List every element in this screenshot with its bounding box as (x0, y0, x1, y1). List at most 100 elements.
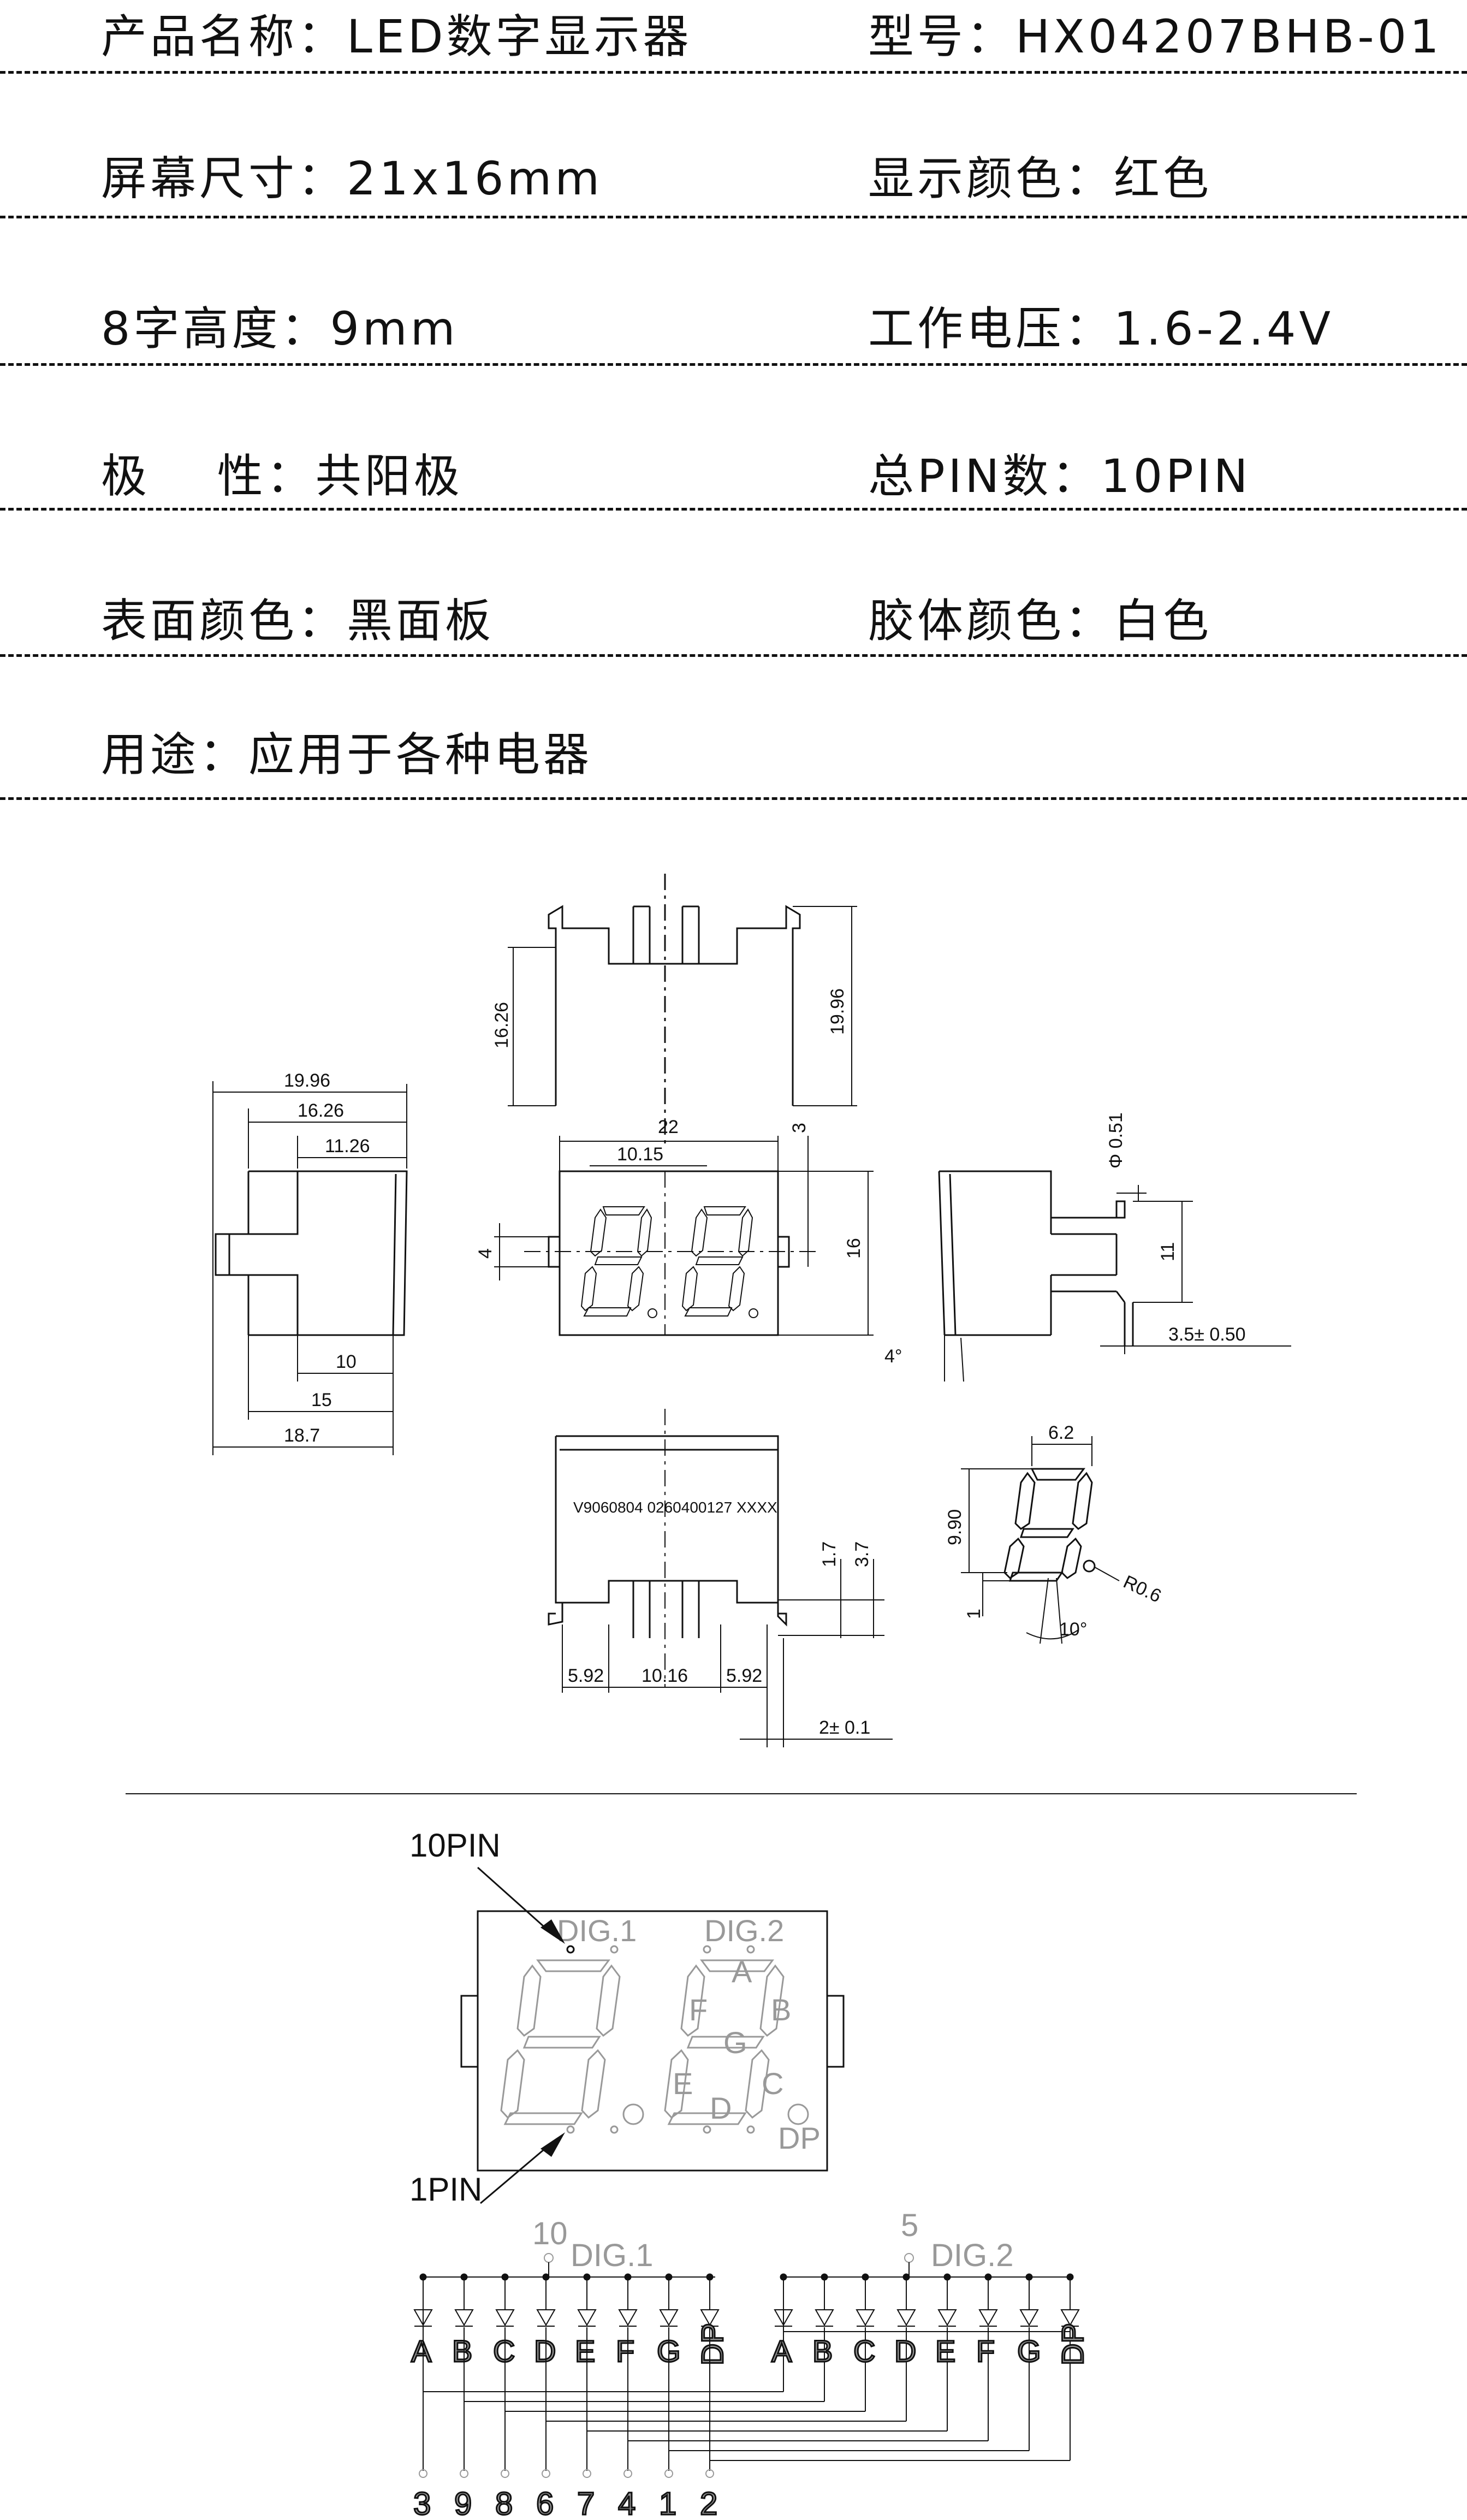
dim-16-26-side: 16.26 (298, 1100, 344, 1121)
bottom-pin-8: 8 (495, 2486, 513, 2520)
diode (815, 2309, 834, 2327)
operating-voltage: 工作电压：1.6-2.4V (868, 302, 1334, 355)
diode (1060, 2309, 1080, 2327)
junction-dot (943, 2273, 951, 2281)
schematic-diodes (413, 2273, 1080, 2461)
junction-dot (1066, 2273, 1074, 2281)
diode (774, 2309, 793, 2327)
pinout-seg-g: G (723, 2025, 747, 2060)
schem-seg-f: F (616, 2334, 634, 2368)
pinout-seg-dp: DP (778, 2121, 821, 2155)
divider (0, 363, 1467, 366)
dim-16: 16 (844, 1238, 864, 1259)
pin10-label: 10PIN (409, 1827, 501, 1864)
pin-terminal (705, 2469, 714, 2478)
dim-4: 4 (475, 1248, 496, 1259)
bottom-pin-2: 2 (700, 2486, 717, 2520)
dim-5-92-right: 5.92 (726, 1665, 762, 1686)
schem-seg-b: B (812, 2334, 833, 2368)
diode (978, 2309, 998, 2327)
pinout-seg-a: A (732, 1954, 752, 1989)
divider (0, 216, 1467, 218)
junction-dot (583, 2273, 591, 2281)
schem-seg-g: G (1017, 2334, 1041, 2368)
schem-seg-e: E (575, 2334, 595, 2368)
diode (659, 2309, 679, 2327)
diode (700, 2309, 720, 2327)
schem-dig2: DIG.2 (931, 2238, 1014, 2273)
polarity: 极 性：共阳极 (101, 449, 463, 503)
pinout-dig2-label: DIG.2 (704, 1913, 784, 1948)
bottom-pin-1: 1 (659, 2486, 676, 2520)
schem-seg-f: F (976, 2334, 995, 2368)
pinout-view: DIG.1 DIG.2 A F B G E C D DP 10PIN 1PIN (409, 1827, 845, 2208)
pin-terminal (460, 2469, 468, 2478)
diode (495, 2309, 515, 2327)
schem-seg-dp: DP (1055, 2323, 1090, 2365)
junction-dot (780, 2273, 787, 2281)
pin1-label: 1PIN (409, 2171, 482, 2208)
diode (577, 2309, 597, 2327)
dim-2-0-1: 2± 0.1 (819, 1717, 870, 1738)
pinout-seg-b: B (771, 1993, 791, 2027)
dim-phi-0-51: Φ 0.51 (1106, 1112, 1126, 1169)
body-color: 胶体颜色：白色 (868, 594, 1213, 648)
schem-seg-a: A (771, 2334, 792, 2368)
dim-3-7: 3.7 (852, 1541, 872, 1567)
front-view: 22 10.15 16 3 4 (475, 1117, 874, 1336)
junction-dot (419, 2273, 427, 2281)
dim-3: 3 (789, 1123, 810, 1133)
dim-10-deg: 10° (1059, 1619, 1087, 1640)
model-number: 型号：HX04207BHB-01 (868, 10, 1442, 63)
left-side-view: 19.96 16.26 11.26 10 15 18.7 (212, 1070, 408, 1455)
dim-22: 22 (658, 1117, 679, 1137)
schem-seg-a: A (411, 2334, 432, 2368)
pinout-seg-f: F (689, 1993, 708, 2027)
diode (536, 2309, 556, 2327)
diode (413, 2309, 433, 2327)
segment-detail: 6.2 9.90 1 10° R0.6 (945, 1422, 1165, 1644)
dim-10-15: 10.15 (617, 1144, 663, 1165)
diode (896, 2309, 916, 2327)
pinout-dig1-label: DIG.1 (557, 1913, 637, 1948)
junction-dot (902, 2273, 910, 2281)
right-side-view: Φ 0.51 11 3.5± 0.50 4° (884, 1112, 1291, 1382)
dim-18-7-side: 18.7 (284, 1425, 320, 1446)
junction-dot (501, 2273, 509, 2281)
junction-dot (460, 2273, 468, 2281)
front-digit-1 (580, 1206, 657, 1318)
bottom-pin-3: 3 (413, 2486, 431, 2520)
junction-dot (984, 2273, 992, 2281)
bottom-pin-6: 6 (536, 2486, 554, 2520)
junction-dot (1025, 2273, 1033, 2281)
product-name: 产品名称：LED数字显示器 (101, 10, 692, 63)
com-pin-10: 10 (532, 2216, 568, 2251)
bottom-pin-9: 9 (454, 2486, 472, 2520)
diode (618, 2309, 638, 2327)
dim-5-92-left: 5.92 (568, 1665, 604, 1686)
junction-dot (706, 2273, 714, 2281)
dim-1-7: 1.7 (819, 1541, 840, 1567)
dim-1: 1 (964, 1609, 984, 1619)
bottom-view: V9060804 0260400127 XXXX 1.7 3.7 5.92 10… (548, 1409, 893, 1747)
schem-seg-c: C (493, 2334, 515, 2368)
dim-6-2: 6.2 (1048, 1422, 1074, 1443)
front-digit-2 (681, 1206, 758, 1318)
divider (0, 797, 1467, 800)
surface-color: 表面颜色：黑面板 (101, 594, 495, 648)
junction-dot (665, 2273, 673, 2281)
divider (0, 508, 1467, 511)
schem-seg-dp: DP (695, 2323, 729, 2365)
usage: 用途：应用于各种电器 (101, 728, 593, 781)
pin-count: 总PIN数：10PIN (868, 449, 1251, 503)
pin-terminal (419, 2469, 427, 2478)
dim-19-96-side: 19.96 (284, 1070, 330, 1091)
dim-10-16: 10.16 (642, 1665, 688, 1686)
diode (454, 2309, 474, 2327)
diode (937, 2309, 957, 2327)
pinout-seg-c: C (762, 2066, 783, 2101)
junction-dot (862, 2273, 869, 2281)
digit-height: 8字高度：9mm (101, 302, 459, 355)
divider (0, 654, 1467, 657)
